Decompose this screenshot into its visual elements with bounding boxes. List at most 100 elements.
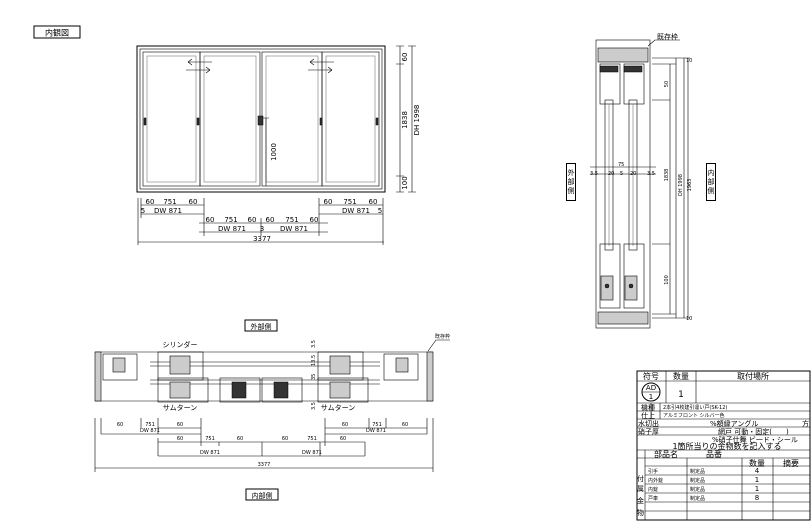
- svg-text:DW 871: DW 871: [366, 428, 386, 434]
- symbol-circle: AD 1: [641, 382, 661, 402]
- svg-text:3377: 3377: [258, 462, 271, 468]
- svg-text:751: 751: [307, 436, 317, 442]
- svg-text:60: 60: [189, 198, 198, 206]
- svg-text:属: 属: [637, 485, 644, 493]
- svg-text:60: 60: [206, 216, 215, 224]
- thumbturn-label: サムターン: [321, 403, 356, 412]
- sliding-arrow-icon: [308, 58, 334, 74]
- dim-label: 3.5: [590, 171, 598, 177]
- view-title-box: 内観図: [33, 25, 81, 39]
- svg-text:751: 751: [163, 198, 176, 206]
- svg-text:60: 60: [310, 216, 319, 224]
- interior-side-label: 内部側: [252, 491, 273, 500]
- dim-label: 100: [664, 275, 670, 285]
- svg-text:4: 4: [755, 467, 760, 475]
- exterior-side-label: 外部側: [251, 322, 272, 331]
- glass-option: %硝子仕舞 ビ一ド・シール: [712, 435, 798, 444]
- header-symbol: 符号: [643, 371, 659, 381]
- svg-text:751: 751: [145, 422, 155, 428]
- svg-text:5: 5: [378, 207, 382, 215]
- svg-text:35: 35: [311, 374, 317, 380]
- svg-text:60: 60: [248, 216, 257, 224]
- hardware-heading: 1箇所当りの金物数を記入する: [672, 441, 781, 451]
- svg-text:AD: AD: [646, 384, 656, 392]
- side-dims: 3.5 13.5 35 3.5: [311, 340, 317, 410]
- svg-text:内外錠: 内外錠: [648, 477, 663, 484]
- vertical-section-interior-label: 内部側: [706, 163, 716, 201]
- dim-label: DH 1998: [678, 174, 684, 196]
- pull-handle-icon: [319, 117, 323, 126]
- dim-label: 100: [401, 176, 409, 189]
- svg-text:制定品: 制定品: [690, 468, 705, 475]
- vertical-section-view: 3.5 20 5 20 3.5 75 既存枠 50 1838 DH 1998 1…: [590, 32, 693, 329]
- dim-label: DH 1998: [413, 105, 421, 136]
- header-location: 取付場所: [737, 371, 769, 381]
- svg-text:751: 751: [372, 422, 382, 428]
- svg-text:60: 60: [117, 422, 123, 428]
- svg-text:5: 5: [141, 207, 145, 215]
- glass-label: 硝子厚: [638, 427, 659, 436]
- dim-label: 1963: [687, 179, 693, 192]
- pull-handle-icon: [196, 117, 200, 126]
- elevation-dims: 60 751 60 DW 871 5 60 751 60 DW 871 5 60…: [141, 198, 382, 243]
- svg-text:13.5: 13.5: [311, 355, 317, 366]
- svg-text:DW 871: DW 871: [154, 207, 182, 215]
- svg-text:物: 物: [637, 508, 644, 517]
- svg-text:60: 60: [282, 436, 288, 442]
- svg-text:引手: 引手: [648, 468, 658, 475]
- svg-text:60: 60: [266, 216, 275, 224]
- svg-text:751: 751: [343, 198, 356, 206]
- svg-text:3.5: 3.5: [311, 402, 317, 410]
- svg-text:751: 751: [205, 436, 215, 442]
- side-label: 付 属 金 物: [637, 474, 644, 517]
- svg-text:DW 871: DW 871: [140, 428, 160, 434]
- sliding-arrow-icon: [186, 58, 212, 74]
- svg-text:60: 60: [324, 198, 333, 206]
- dim-label: 50: [664, 81, 670, 87]
- column-header: 数量: [749, 458, 765, 468]
- svg-text:1: 1: [649, 393, 653, 401]
- column-header: 部品名: [654, 449, 678, 459]
- table-row: 引手 制定品 4: [648, 467, 760, 475]
- existing-frame-label: 既存枠: [435, 333, 450, 340]
- svg-text:制定品: 制定品: [690, 486, 705, 493]
- dim-label: 10: [686, 58, 692, 64]
- column-header: 摘要: [783, 458, 799, 468]
- thumbturn-label: サムターン: [163, 403, 198, 412]
- svg-text:付: 付: [637, 474, 644, 483]
- plan-section-view: 外部側 内部側 シリンダー サムターン サムターン 既存枠 3.5 13.5 3…: [94, 319, 450, 501]
- dim-label: 20: [630, 171, 636, 177]
- pull-handle-icon: [375, 117, 379, 126]
- screen-door-option: 網戸 可動・固定( ): [718, 427, 789, 436]
- svg-text:金: 金: [637, 496, 644, 505]
- svg-text:60: 60: [402, 422, 408, 428]
- svg-text:1: 1: [755, 476, 759, 484]
- dim-label: 60: [401, 53, 409, 62]
- dim-label: 75: [618, 162, 624, 168]
- drip-unit: 方: [802, 419, 809, 428]
- svg-text:8: 8: [755, 494, 759, 502]
- column-header: 品番: [706, 449, 722, 459]
- svg-text:751: 751: [285, 216, 298, 224]
- svg-text:60: 60: [177, 436, 183, 442]
- svg-text:DW 871: DW 871: [280, 225, 308, 233]
- lock-icon: [257, 115, 264, 126]
- finish-label: 仕上: [641, 411, 655, 420]
- spec-table: 符号 数量 取付場所 AD 1 1 機種 2本引4枚建引違い戸(SK-12) 仕…: [636, 370, 811, 521]
- svg-text:DW 871: DW 871: [200, 450, 220, 456]
- svg-text:60: 60: [369, 198, 378, 206]
- dim-label: 1838: [664, 169, 670, 182]
- cylinder-label: シリンダー: [163, 340, 198, 349]
- plan-dims: 60 751 60 DW 871 60 751 60 DW 871 60 751…: [117, 422, 408, 468]
- view-title: 内観図: [45, 28, 69, 38]
- vertical-section-exterior-label: 外部側: [566, 163, 576, 201]
- svg-text:1: 1: [755, 485, 759, 493]
- finish-value: アルミフロント シルバー色: [663, 412, 725, 419]
- dim-label: 10: [686, 316, 692, 322]
- handle-height-dim: 1000: [270, 143, 278, 161]
- quantity-value: 1: [678, 390, 684, 400]
- svg-text:戸車: 戸車: [648, 495, 658, 502]
